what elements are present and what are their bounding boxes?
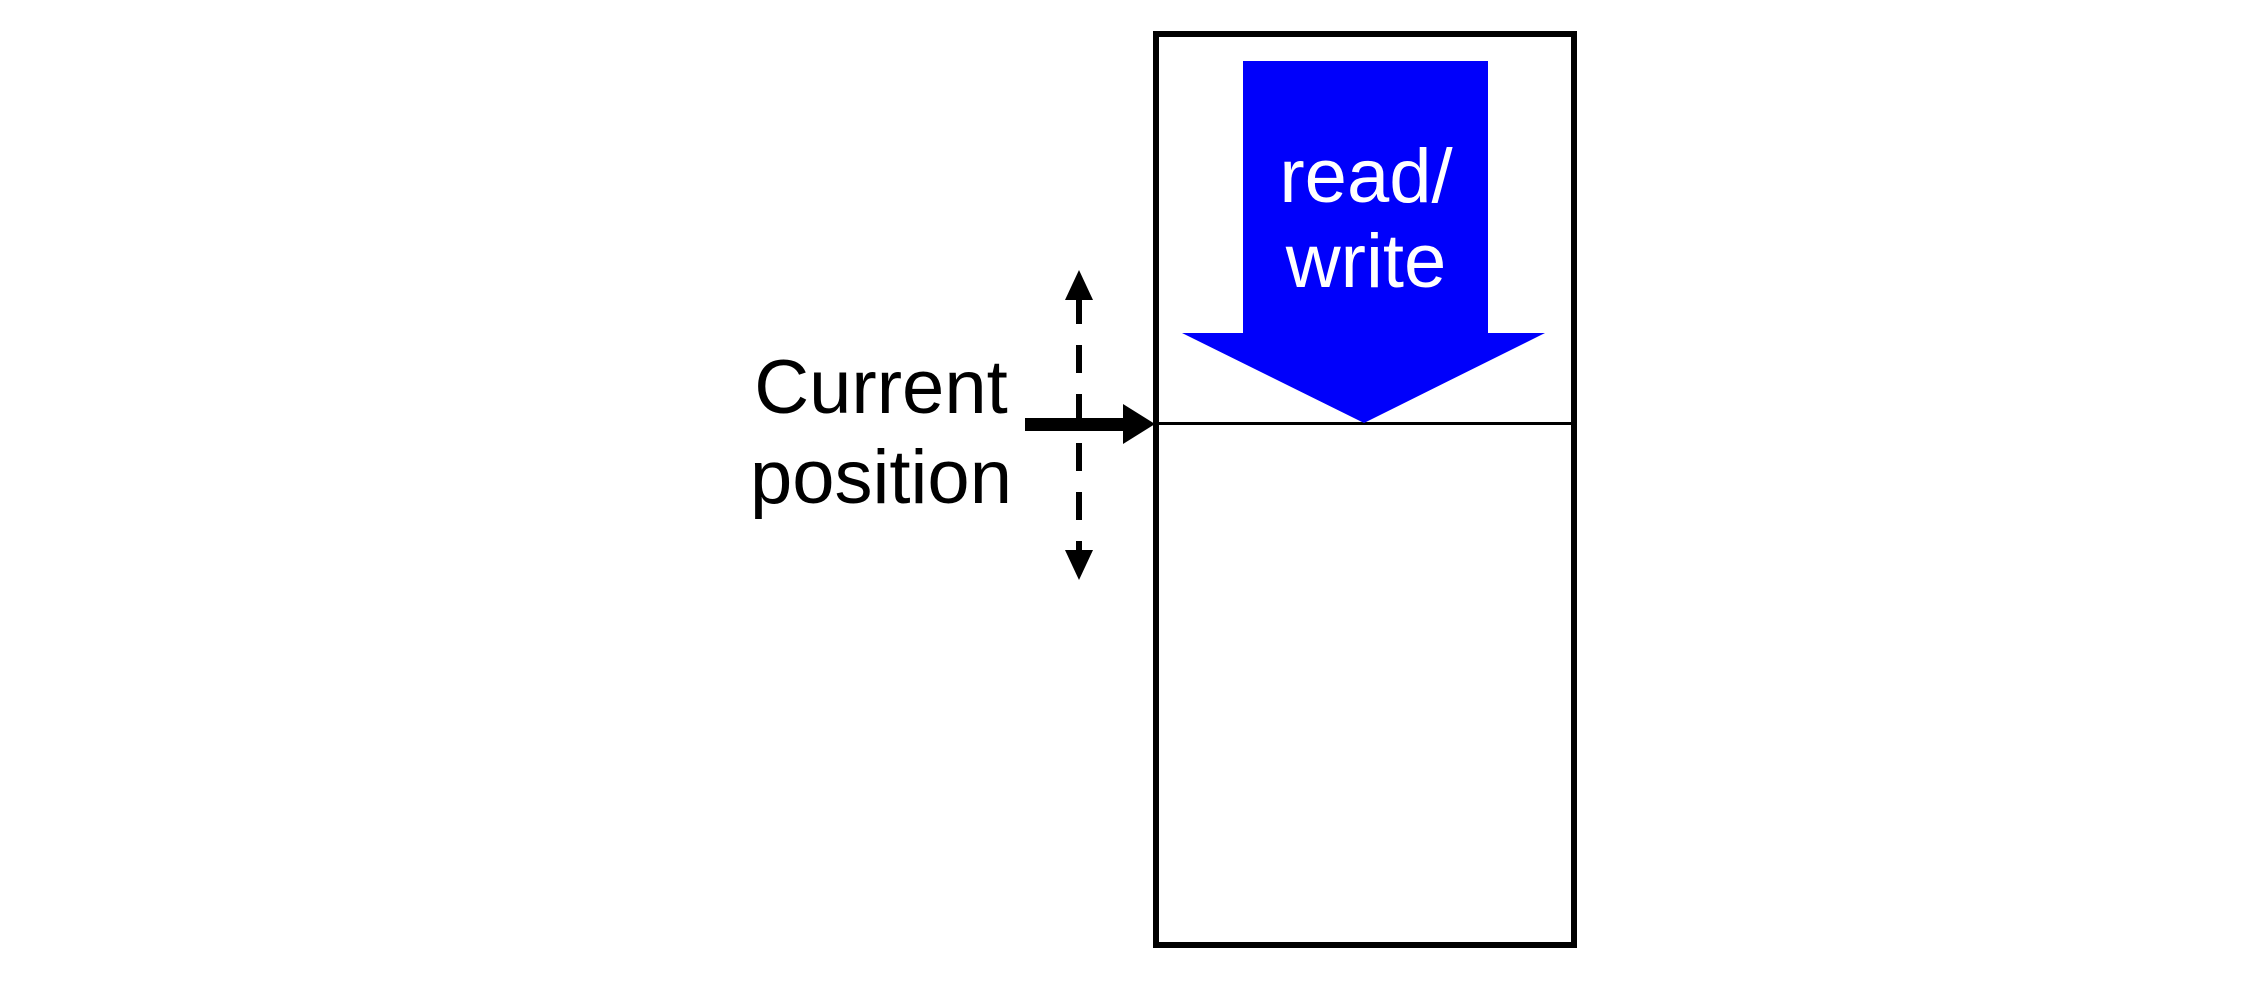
- position-pointer-arrow-shaft: [1025, 418, 1125, 431]
- file-box: [1153, 31, 1577, 948]
- seek-arrow-down-head: [1065, 550, 1093, 580]
- current-position-label: Current position: [731, 343, 1031, 523]
- read-write-line1: read/: [1279, 134, 1453, 219]
- current-position-line2: position: [750, 435, 1012, 520]
- seek-arrow-up-head: [1065, 270, 1093, 300]
- current-position-line1: Current: [754, 345, 1008, 430]
- read-write-label: read/ write: [1243, 134, 1489, 304]
- read-write-arrow-icon: [1182, 61, 1545, 423]
- read-write-line2: write: [1285, 219, 1447, 304]
- position-pointer-arrowhead-icon: [1123, 404, 1155, 444]
- seek-direction-double-arrow-icon: [1065, 270, 1093, 580]
- current-position-line: [1153, 422, 1577, 425]
- read-write-arrow-shape: [1182, 61, 1545, 423]
